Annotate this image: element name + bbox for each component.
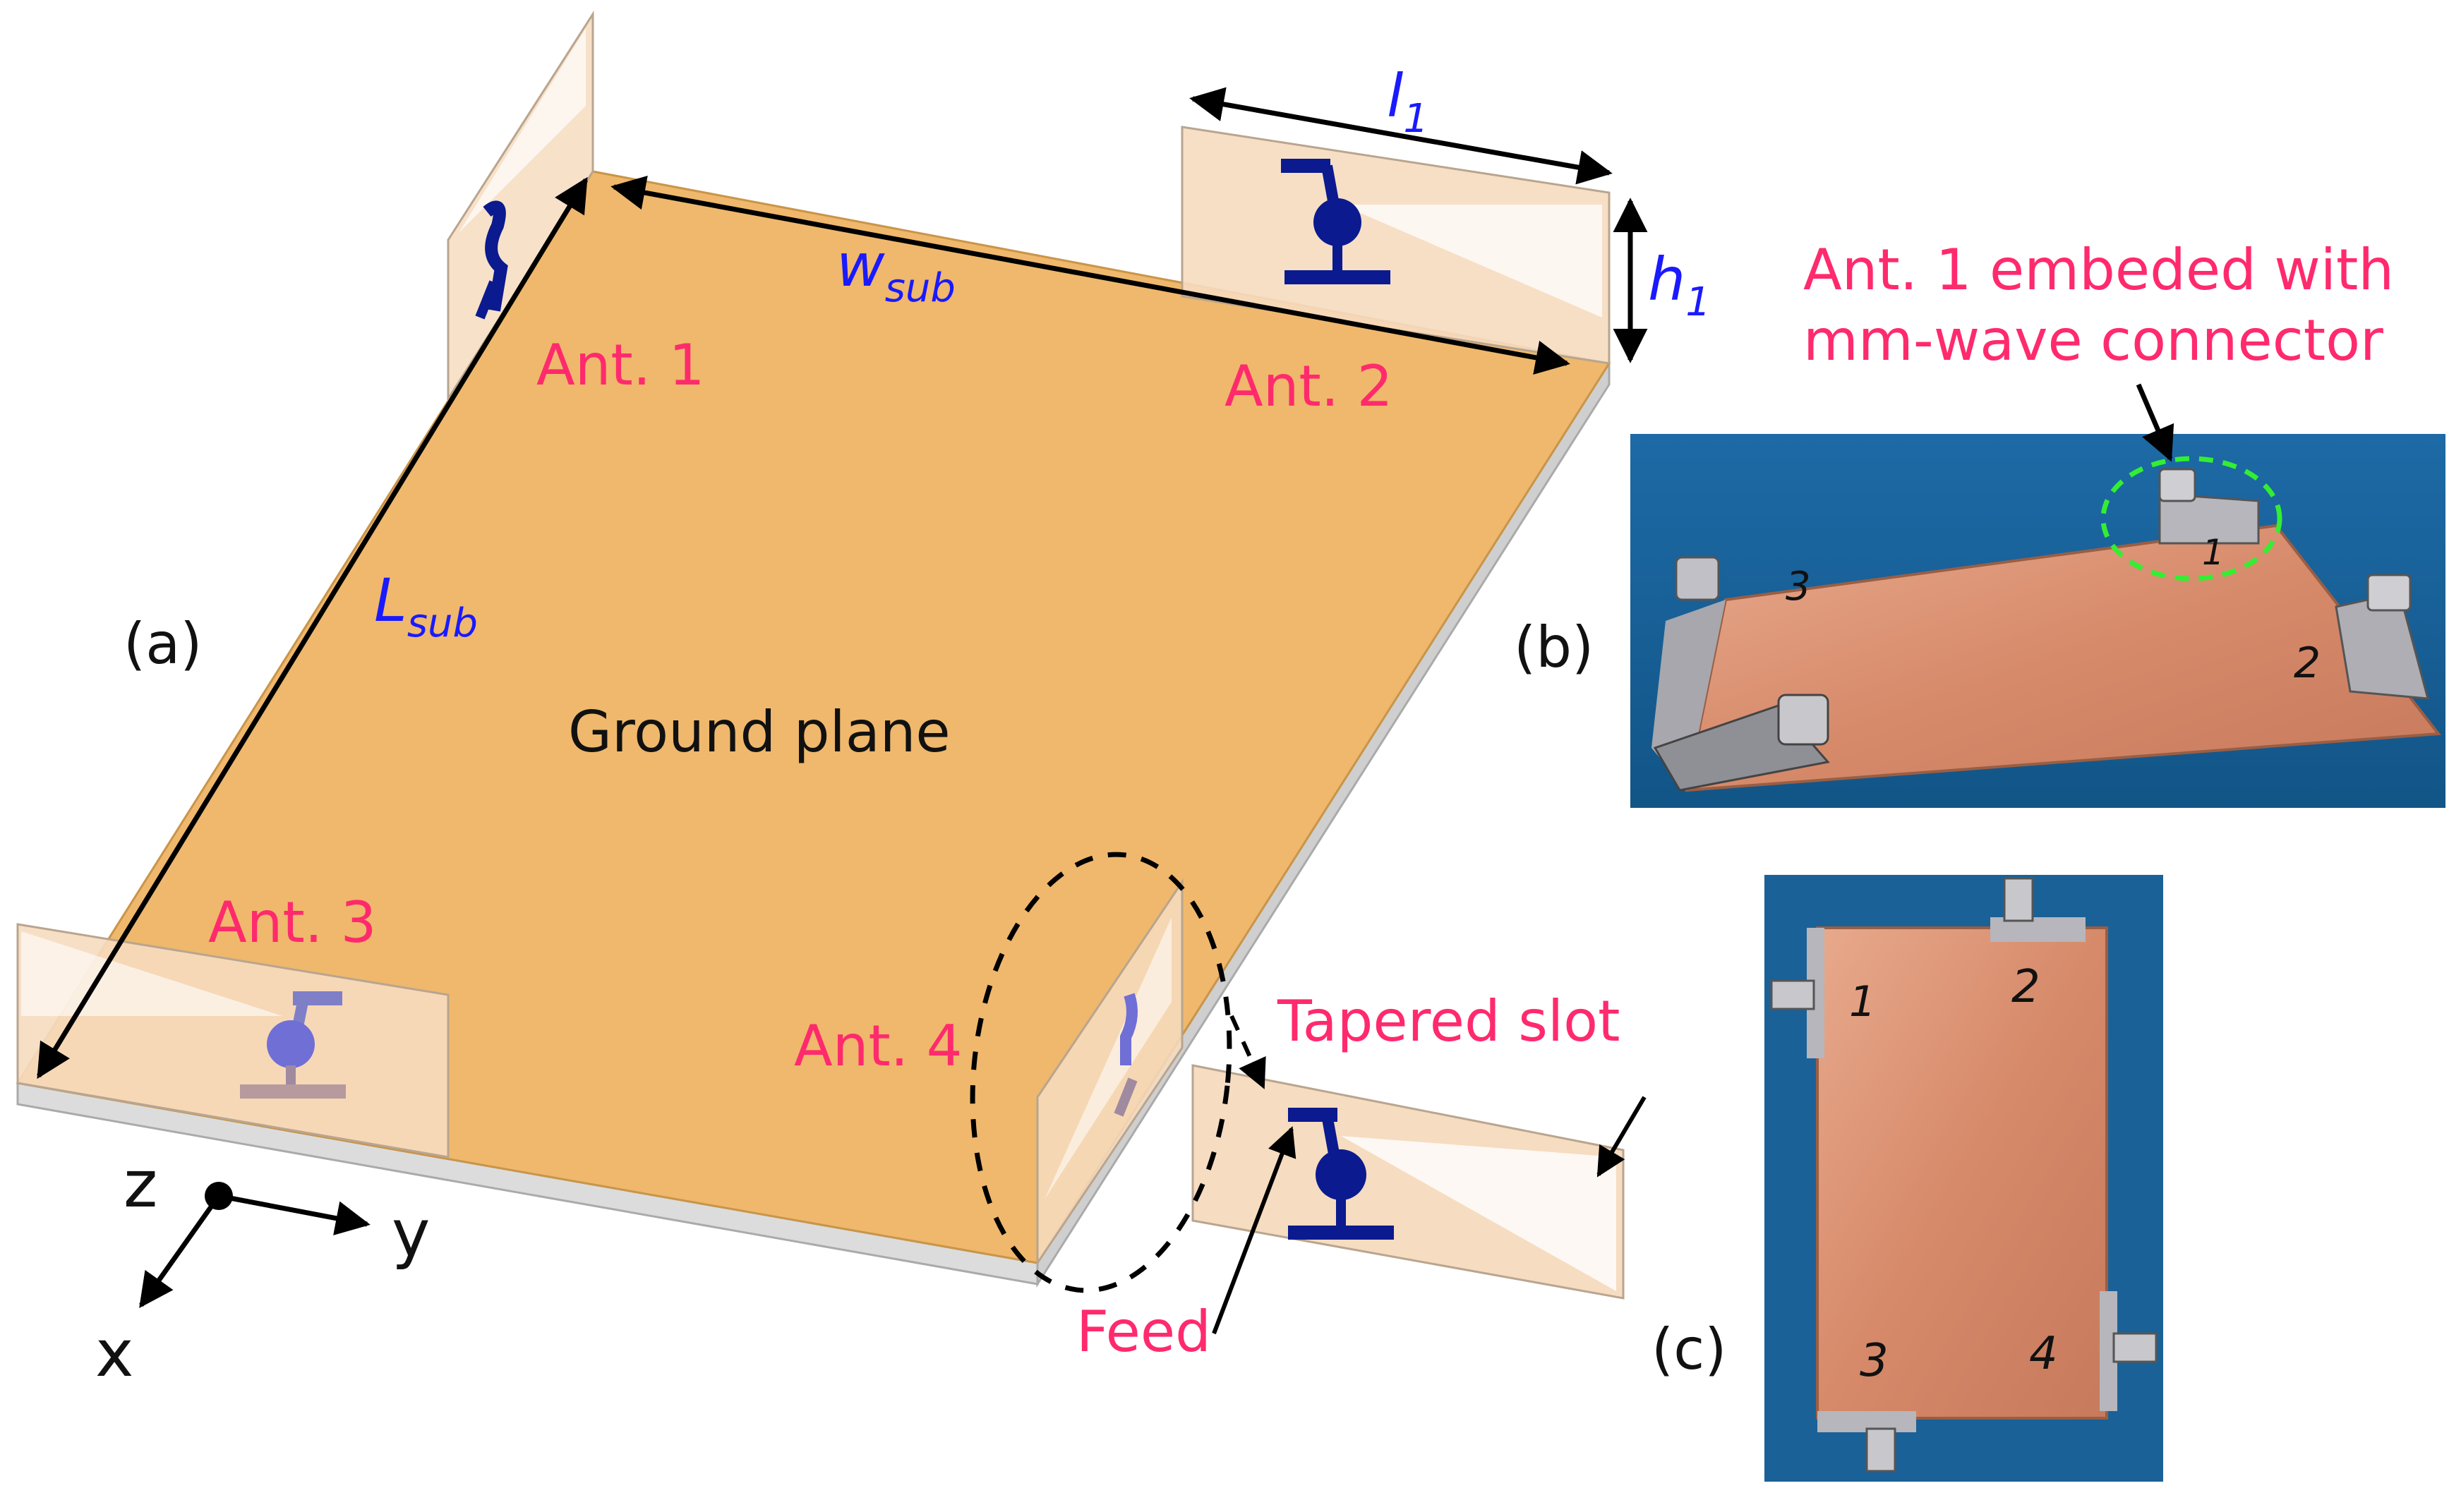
l1-label: l1 [1387,61,1428,142]
axis-z-label: z [124,1147,157,1222]
photo-c-mark-1: 1 [1849,977,1876,1027]
photo-b-mark-1: 1 [2202,532,2225,573]
axis-x-label: x [95,1316,133,1391]
photo-c-mark-3: 3 [1860,1335,1889,1387]
antenna-4-model [1036,878,1184,1266]
ant1-label: Ant. 1 [536,332,705,398]
embedded-arrow [2136,383,2174,462]
h1-sub: 1 [1685,279,1711,325]
photo-c-mark-2: 2 [2011,961,2040,1013]
lsub-base: L [374,566,407,635]
wsub-arrow [610,175,1570,375]
photo-b: 3 1 2 [1630,383,2445,808]
axis-y-label: y [392,1196,430,1271]
coordinate-axes [139,1182,371,1308]
ant3-label: Ant. 3 [208,890,377,955]
wsub-sub: sub [885,265,956,311]
photo-c-mark-4: 4 [2029,1328,2058,1380]
tapered-slot-arrow [1596,1096,1647,1178]
l1-arrow [1189,87,1613,185]
ant4-label: Ant. 4 [794,1013,963,1079]
ant2-label: Ant. 2 [1225,353,1393,419]
h1-base: h [1648,245,1685,314]
ant4-highlight-ellipse [970,852,1232,1293]
h1-label: h1 [1648,245,1711,325]
photo-b-mark-2: 2 [2294,639,2321,688]
wsub-base: w [836,231,885,300]
antenna-4-detail [1191,1064,1625,1300]
wsub-label: wsub [836,231,956,311]
panel-a-label: (a) [124,611,202,677]
panel-b-label: (b) [1514,615,1594,680]
tapered-slot-label: Tapered slot [1277,988,1620,1054]
l1-base: l [1387,61,1403,131]
ground-plane-label: Ground plane [568,699,951,765]
lsub-sub: sub [407,600,478,646]
lsub-label: Lsub [374,566,478,646]
photo-b-highlight [2100,456,2282,581]
panel-c-label: (c) [1651,1317,1726,1382]
lsub-arrow [37,176,588,1079]
photo-b-mark-3: 3 [1786,564,1811,610]
l1-sub: 1 [1403,96,1428,142]
feed-label: Feed [1076,1299,1211,1365]
feed-arrow [1212,1126,1296,1335]
photo-c-board [1816,926,2108,1420]
detail-link-arrow [1229,1015,1266,1089]
photo-c: 1 2 3 4 [1764,875,2163,1482]
panel-a-model [16,10,1648,1335]
embedded-label-line2: mm-wave connector [1803,308,2383,373]
embedded-label-line1: Ant. 1 embeded with [1803,237,2394,303]
